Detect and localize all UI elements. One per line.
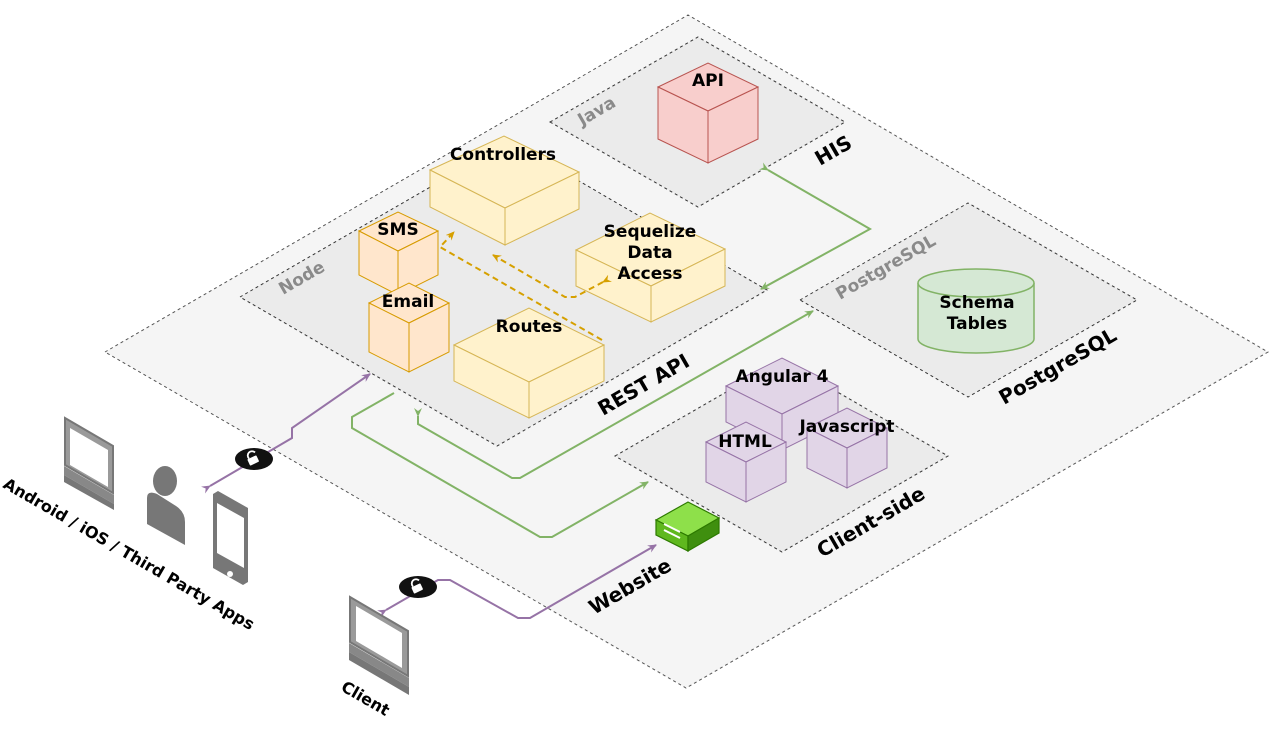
javascript-label: Javascript: [798, 417, 894, 437]
rest-api-zone: [239, 140, 768, 447]
sms-cube: [357, 211, 440, 296]
database-cylinder-icon: [917, 268, 1035, 354]
routes-label: Routes: [496, 317, 563, 337]
sms-label: SMS: [377, 220, 418, 240]
routes-to-postgres-arrow: [414, 310, 814, 479]
routes-to-sms-arrow: [438, 231, 603, 341]
email-label: Email: [382, 292, 434, 312]
api-label: API: [692, 71, 724, 91]
angular-label: Angular 4: [736, 367, 829, 387]
sequelize-label-2: Data: [627, 243, 672, 263]
client-label: Client: [338, 677, 393, 720]
schema-tables-label-2: Tables: [947, 314, 1008, 334]
his-to-rest-arrow: [759, 162, 873, 290]
schema-tables-label-1: Schema: [939, 293, 1014, 313]
html-label: HTML: [718, 432, 772, 452]
server-block-icon: [654, 501, 721, 553]
smartphone-icon: [213, 491, 248, 585]
monitor-icon: [64, 416, 114, 510]
sequelize-label-1: Sequelize: [604, 222, 697, 242]
javascript-cube: [805, 407, 889, 489]
controllers-block: [428, 135, 581, 246]
controllers-label: Controllers: [450, 145, 556, 165]
sequelize-to-controllers-arrow: [492, 254, 612, 298]
api-cube: [656, 62, 760, 164]
monitor-icon: [349, 595, 409, 695]
html-cube: [704, 421, 788, 503]
sequelize-label-3: Access: [617, 264, 682, 284]
lock-icon: [399, 576, 437, 598]
person-icon: [147, 466, 185, 545]
lock-icon: [235, 448, 273, 470]
